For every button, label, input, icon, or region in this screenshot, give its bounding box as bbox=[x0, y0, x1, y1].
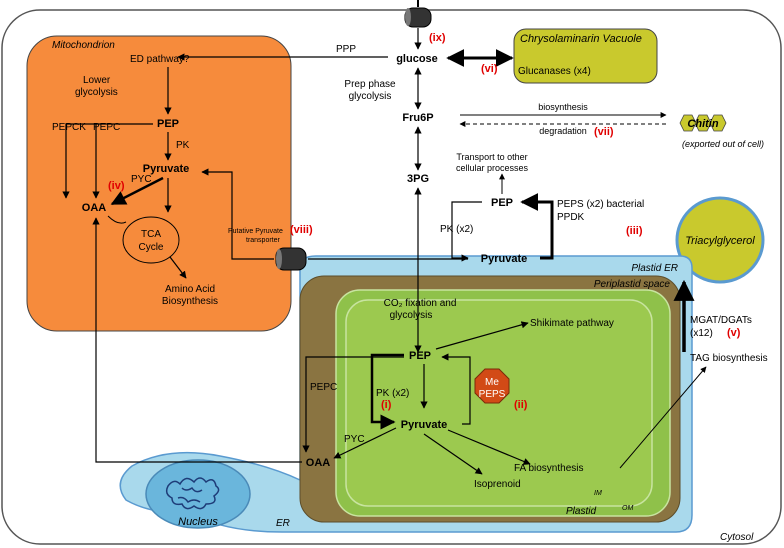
plastid-er-label: Plastid ER bbox=[631, 263, 678, 274]
pepc-plastid-label: PEPC bbox=[310, 382, 337, 393]
arrow-pyruvate-isoprenoid bbox=[423, 433, 483, 475]
cytosol-pep-node: PEP bbox=[491, 197, 513, 209]
mito-pep-node: PEP bbox=[157, 118, 179, 130]
plastid-pep-node: PEP bbox=[409, 350, 431, 362]
arrow-pyc-plastid bbox=[333, 427, 397, 459]
nucleus bbox=[145, 459, 251, 529]
arrow-peps-cytosol bbox=[520, 193, 554, 260]
mitochondrion-label: Mitochondrion bbox=[52, 40, 115, 51]
marker-ix: (ix) bbox=[429, 32, 446, 44]
ppdk-label: PPDK bbox=[557, 212, 585, 223]
marker-v: (v) bbox=[727, 327, 741, 339]
3pg-node: 3PG bbox=[407, 173, 429, 185]
peps-label: PEPS (x2) bacterial bbox=[557, 199, 644, 210]
glucose-node: glucose bbox=[396, 53, 438, 65]
mgat-label: MGAT/DGATs bbox=[690, 315, 752, 326]
glucanases-label: Glucanases (x4) bbox=[518, 66, 591, 77]
glucose-transporter bbox=[404, 0, 432, 28]
plastid-label: Plastid bbox=[566, 506, 596, 517]
nucleus-label: Nucleus bbox=[178, 516, 218, 528]
co2-fixation-label: CO₂ fixation and bbox=[384, 298, 457, 309]
lower-glycolysis-label-2: glycolysis bbox=[75, 87, 118, 98]
prep-phase-label-2: glycolysis bbox=[349, 91, 392, 102]
cytosol-pyruvate-node: Pyruvate bbox=[481, 253, 527, 265]
tca-label-1: TCA bbox=[141, 229, 161, 240]
arrow-oaa-tca bbox=[107, 215, 127, 224]
pk-mito-label: PK bbox=[176, 140, 190, 151]
er-label: ER bbox=[276, 518, 290, 529]
arrow-pepc-plastid bbox=[302, 356, 404, 453]
putative-transporter-label-2: transporter bbox=[246, 237, 281, 244]
transport-label-1: Transport to other bbox=[456, 152, 527, 162]
co2-glycolysis-label: glycolysis bbox=[390, 310, 433, 321]
marker-iii: (iii) bbox=[626, 225, 643, 237]
vacuole-label: Chrysolaminarin Vacuole bbox=[520, 33, 642, 45]
arrow-pyc-mito bbox=[110, 176, 164, 206]
periplastid-label: Periplastid space bbox=[594, 279, 671, 290]
mitochondrion-region bbox=[26, 35, 292, 332]
arrow-pk-plastid bbox=[370, 353, 404, 430]
mito-pyruvate-node: Pyruvate bbox=[143, 163, 189, 175]
cytosol-label: Cytosol bbox=[720, 532, 754, 543]
tca-label-2: Cycle bbox=[138, 242, 163, 253]
prep-phase-label-1: Prep phase bbox=[344, 79, 396, 90]
plastid-oaa-node: OAA bbox=[306, 457, 331, 469]
fa-biosynthesis-label: FA biosynthesis bbox=[514, 463, 583, 474]
chitin-exported-label: (exported out of cell) bbox=[682, 139, 764, 149]
triacylglycerol-droplet bbox=[675, 196, 765, 284]
amino-acid-label-1: Amino Acid bbox=[165, 284, 215, 295]
arrow-oaa-mito bbox=[92, 217, 302, 463]
om-label: OM bbox=[622, 505, 633, 512]
amino-acid-label-2: Biosynthesis bbox=[162, 296, 218, 307]
arrow-pepck bbox=[62, 123, 153, 199]
pyc-mito-label: PYC bbox=[131, 174, 152, 185]
marker-vi: (vi) bbox=[481, 63, 498, 75]
marker-viii: (viii) bbox=[290, 224, 313, 236]
lower-glycolysis-label-1: Lower bbox=[83, 75, 111, 86]
pk-x2-label: PK (x2) bbox=[440, 224, 473, 235]
degradation-label: degradation bbox=[539, 126, 587, 136]
vacuole-region bbox=[513, 28, 658, 84]
pk-x2-plastid-label: PK (x2) bbox=[376, 388, 409, 399]
transport-label-2: cellular processes bbox=[456, 163, 529, 173]
isoprenoid-label: Isoprenoid bbox=[474, 479, 521, 490]
im-label: IM bbox=[594, 490, 602, 497]
putative-transporter-label-1: Putative Pyruvate bbox=[228, 228, 283, 235]
pepck-label: PEPCK bbox=[52, 122, 86, 133]
plastid-pyruvate-node: Pyruvate bbox=[401, 419, 447, 431]
mito-oaa-node: OAA bbox=[82, 202, 107, 214]
marker-vii: (vii) bbox=[594, 126, 614, 138]
tag-biosynthesis-label: TAG biosynthesis bbox=[690, 353, 768, 364]
me-peps-octagon bbox=[474, 368, 510, 404]
biosynthesis-label: biosynthesis bbox=[538, 102, 588, 112]
tca-cycle bbox=[122, 216, 180, 264]
arrow-fa-tag bbox=[619, 366, 707, 469]
peps-octagon-label: PEPS bbox=[479, 389, 506, 400]
ed-pathway-label: ED pathway? bbox=[130, 54, 190, 65]
pyc-plastid-label: PYC bbox=[344, 434, 365, 445]
chromatin bbox=[165, 477, 220, 510]
pyruvate-transporter bbox=[275, 247, 307, 271]
marker-iv: (iv) bbox=[108, 180, 125, 192]
chitin-hexagon-3 bbox=[709, 114, 727, 132]
mgat-count-label: (x12) bbox=[690, 328, 713, 339]
arrow-pk-cytosol bbox=[451, 201, 482, 262]
arrow-tca-amino bbox=[169, 256, 187, 279]
arrow-pyruvate-fa bbox=[447, 429, 531, 465]
arrow-pep-shikimate bbox=[435, 321, 529, 350]
pepc-mito-label: PEPC bbox=[93, 122, 120, 133]
marker-ii: (ii) bbox=[514, 399, 528, 411]
ppp-label: PPP bbox=[336, 44, 356, 55]
fru6p-node: Fru6P bbox=[402, 112, 433, 124]
arrow-peps-plastid bbox=[441, 353, 471, 425]
triacylglycerol-label: Triacylglycerol bbox=[685, 235, 755, 247]
me-label: Me bbox=[485, 377, 499, 388]
marker-i: (i) bbox=[381, 399, 392, 411]
chitin-label: Chitin bbox=[687, 118, 718, 130]
shikimate-label: Shikimate pathway bbox=[530, 318, 614, 329]
arrow-transporter-mito bbox=[201, 168, 274, 260]
